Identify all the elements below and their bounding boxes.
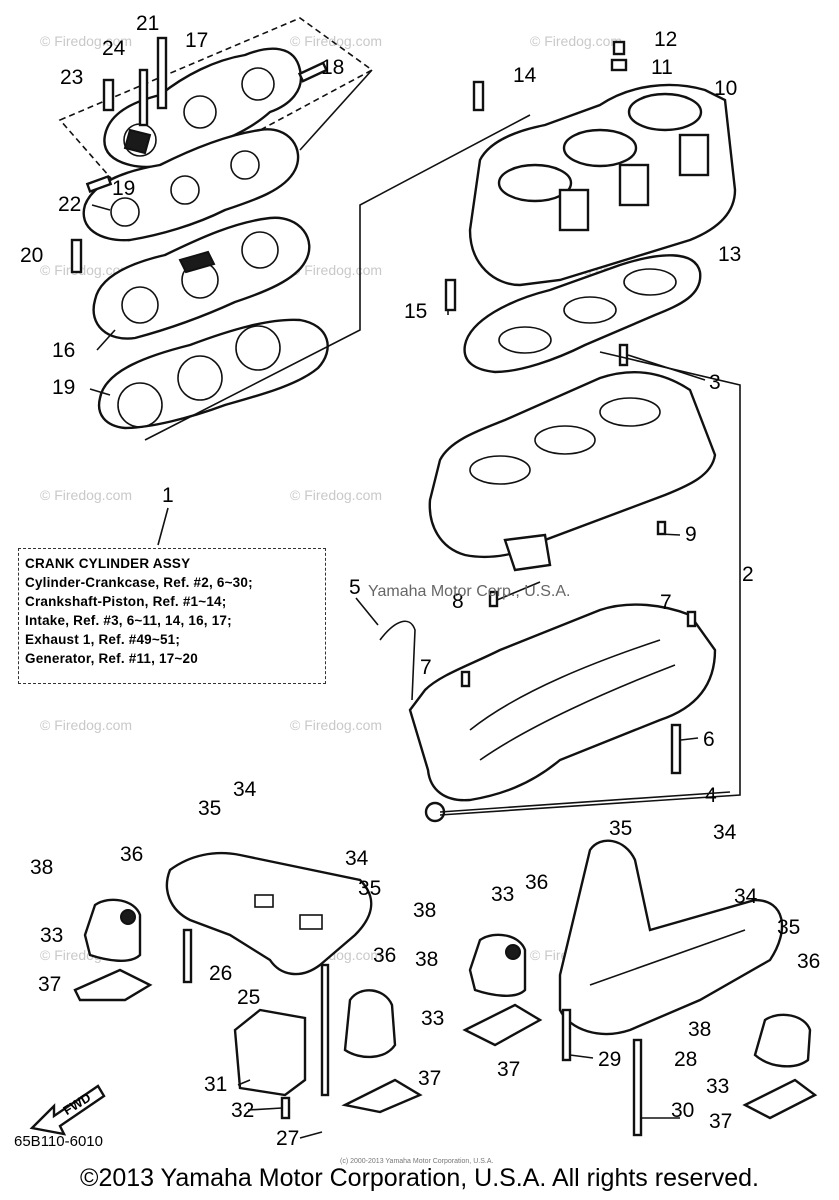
callout-6: 6 (703, 728, 715, 751)
callout-25: 25 (237, 986, 260, 1009)
watermark: © Firedog.com (290, 487, 382, 503)
watermark: © Firedog.com (40, 487, 132, 503)
callout-16: 16 (52, 339, 75, 362)
callout-33c: 33 (491, 883, 514, 906)
callout-38b: 38 (415, 948, 438, 971)
callout-13: 13 (718, 243, 741, 266)
generator-cover-group (58, 17, 531, 441)
bolt-group-top (70, 36, 329, 274)
callout-19a: 19 (112, 177, 135, 200)
legend-line: Exhaust 1, Ref. #49~51; (25, 632, 181, 647)
callout-19b: 19 (52, 376, 75, 399)
callout-12: 12 (654, 28, 677, 51)
watermark: © Firedog.com (40, 33, 132, 49)
callout-18: 18 (321, 56, 344, 79)
callout-33a: 33 (40, 924, 63, 947)
callout-33b: 33 (421, 1007, 444, 1030)
engine-mount-group (73, 839, 818, 1137)
watermark: © Firedog.com (290, 717, 382, 733)
callout-4: 4 (705, 784, 717, 807)
callout-33d: 33 (706, 1075, 729, 1098)
callout-11: 11 (651, 56, 673, 79)
callout-15: 15 (404, 300, 427, 323)
legend-line: Intake, Ref. #3, 6~11, 14, 16, 17; (25, 613, 232, 628)
callout-20: 20 (20, 244, 43, 267)
callout-7a: 7 (660, 591, 672, 614)
callout-5: 5 (349, 576, 361, 599)
callout-14: 14 (513, 64, 537, 87)
watermark: © Firedog.com (290, 262, 382, 278)
callout-2: 2 (742, 563, 754, 586)
callout-27: 27 (276, 1127, 299, 1150)
callout-23: 23 (60, 66, 83, 89)
callout-38c: 38 (413, 899, 436, 922)
callout-labels: 1 2 3 4 5 6 7 7 8 9 10 11 12 13 14 15 16… (20, 12, 820, 1150)
callout-34a: 34 (233, 778, 257, 801)
callout-35a: 35 (198, 797, 221, 820)
callout-37a: 37 (38, 973, 61, 996)
callout-38a: 38 (30, 856, 53, 879)
overlay-watermark-text: Yamaha Motor Corp., U.S.A. (368, 583, 571, 600)
watermark: © Firedog.com (40, 262, 132, 278)
callout-30: 30 (671, 1099, 694, 1122)
callout-37d: 37 (709, 1110, 732, 1133)
callout-3: 3 (709, 371, 721, 394)
leader-lines (89, 204, 731, 1139)
callout-9: 9 (685, 523, 697, 546)
callout-35d: 35 (777, 916, 800, 939)
copyright-footer: ©2013 Yamaha Motor Corporation, U.S.A. A… (80, 1164, 759, 1192)
callout-35c: 35 (609, 817, 632, 840)
legend-line: Cylinder-Crankcase, Ref. #2, 6~30; (25, 575, 253, 590)
callout-35b: 35 (358, 877, 381, 900)
callout-36d: 36 (797, 950, 820, 973)
callout-37b: 37 (418, 1067, 441, 1090)
callout-22: 22 (58, 193, 81, 216)
assembly-legend: CRANK CYLINDER ASSY Cylinder-Crankcase, … (18, 548, 326, 684)
callout-36b: 36 (373, 944, 396, 967)
watermark: © Firedog.com (530, 33, 622, 49)
tiny-copyright-note: (c) 2000-2013 Yamaha Motor Corporation, … (340, 1158, 494, 1165)
legend-line: Crankshaft-Piston, Ref. #1~14; (25, 594, 227, 609)
callout-32: 32 (231, 1099, 254, 1122)
callout-37c: 37 (497, 1058, 520, 1081)
callout-34c: 34 (713, 821, 737, 844)
legend-title: CRANK CYLINDER ASSY (25, 556, 191, 571)
callout-17: 17 (185, 29, 208, 52)
callout-21: 21 (136, 12, 159, 35)
callout-8: 8 (452, 590, 464, 613)
callout-29: 29 (598, 1048, 621, 1071)
callout-31: 31 (204, 1073, 227, 1096)
forward-arrow-icon: FWD (28, 1080, 108, 1145)
watermark: © Firedog.com (290, 33, 382, 49)
callout-34b: 34 (345, 847, 369, 870)
callout-7b: 7 (420, 656, 432, 679)
callout-36a: 36 (120, 843, 143, 866)
callout-34d: 34 (734, 885, 758, 908)
callout-28: 28 (674, 1048, 697, 1071)
watermark: © Firedog.com (40, 717, 132, 733)
callout-26: 26 (209, 962, 232, 985)
callout-38d: 38 (688, 1018, 711, 1041)
callout-10: 10 (714, 77, 737, 100)
callout-1: 1 (162, 484, 174, 507)
legend-line: Generator, Ref. #11, 17~20 (25, 651, 198, 666)
diagram-code: 65B110-6010 (14, 1133, 103, 1150)
callout-36c: 36 (525, 871, 548, 894)
cylinder-block-group (444, 40, 737, 374)
callout-24: 24 (102, 37, 126, 60)
